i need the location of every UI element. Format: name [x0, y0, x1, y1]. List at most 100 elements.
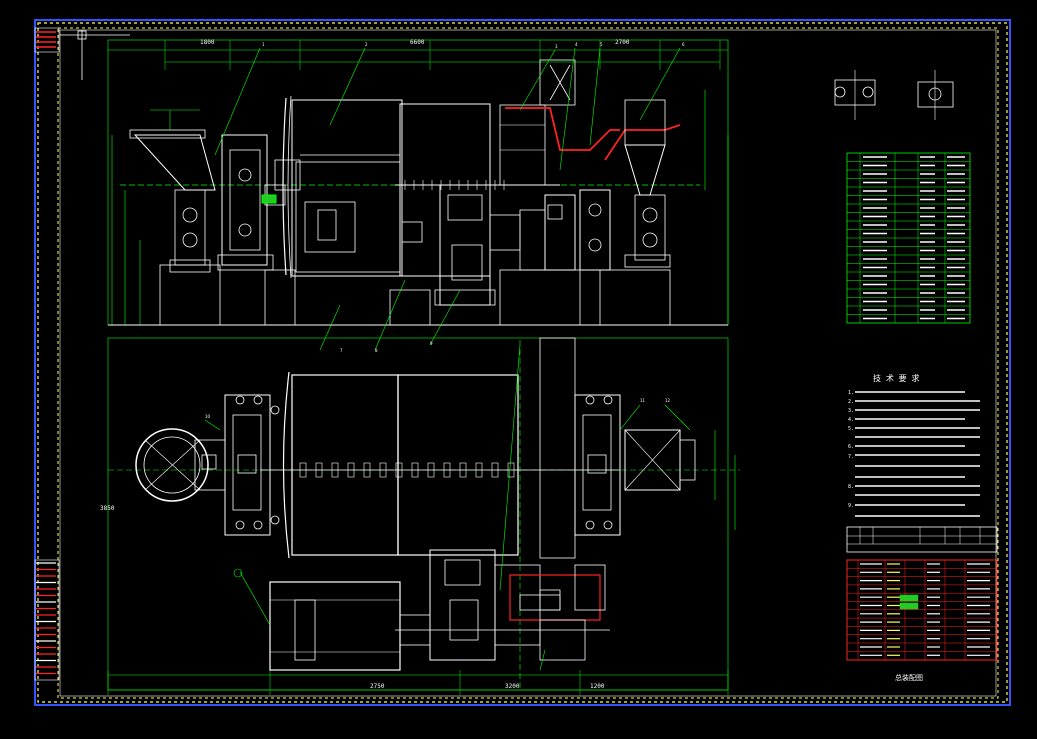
plan-drum-left — [291, 374, 399, 556]
gearbox-base — [434, 289, 496, 306]
ucs-axis-icon — [77, 30, 87, 40]
anchor-bolt — [585, 520, 595, 530]
balloon-number: 6 — [682, 42, 685, 47]
feed-neck — [194, 439, 226, 491]
right-bearing — [579, 189, 611, 271]
bolt-circle — [182, 232, 198, 248]
balloon-number: 4 — [575, 42, 578, 47]
plan-bearing-right-center — [587, 454, 607, 474]
dim-plan-height: 3850 — [100, 505, 115, 512]
drum-lower-shell — [295, 161, 401, 273]
foundation-1 — [159, 264, 221, 326]
left-bearing-base — [217, 254, 274, 271]
plan-bearing-left — [224, 394, 271, 536]
balloon-number: 2 — [365, 42, 368, 47]
foundation-2 — [264, 269, 296, 326]
right-support-base — [624, 254, 671, 268]
plan-drum-head — [282, 371, 290, 559]
foundation-3 — [389, 289, 431, 326]
leader-line — [664, 404, 691, 431]
balloon-number: 5 — [600, 42, 603, 47]
outer-frame-dash — [37, 22, 1008, 703]
detail-bolt — [862, 86, 874, 98]
dim-plan-bottom-left: 2750 — [370, 683, 385, 690]
balloon-number: 1 — [262, 42, 265, 47]
anchor-bolt — [235, 395, 245, 405]
detail-bolt — [834, 86, 846, 98]
anchor-bolt — [585, 395, 595, 405]
manhole-cover — [317, 209, 337, 241]
discharge-cross — [624, 429, 681, 491]
mill-drum-left — [291, 99, 403, 277]
leader-line — [639, 47, 681, 121]
dim-top-right: 2700 — [615, 39, 630, 46]
motor-coupling — [519, 209, 546, 271]
red-duct-path — [505, 107, 620, 151]
left-strip-block — [34, 559, 60, 681]
left-support-base — [169, 259, 211, 273]
leader-line — [329, 47, 366, 126]
feed-chute-round — [135, 428, 209, 502]
notes-header: 技 术 要 求 — [873, 374, 920, 383]
leader-line — [214, 47, 261, 156]
leader-line — [374, 279, 406, 351]
right-feeder — [624, 144, 666, 196]
note-number: 4. — [848, 417, 854, 423]
bolt — [270, 405, 280, 415]
left-bearing-inner — [229, 149, 261, 251]
bearing-bolt — [238, 223, 252, 237]
motor-housing — [544, 194, 576, 271]
detail-b — [917, 81, 954, 108]
elevation-view-frame — [107, 39, 729, 326]
note-number: 3. — [848, 408, 854, 414]
drum-head-left2 — [287, 95, 292, 279]
anchor-bolt — [603, 395, 613, 405]
leader-line — [499, 344, 521, 591]
balloon-number: 7 — [340, 348, 343, 353]
plan-bearing-right-inner — [582, 414, 612, 511]
note-number: 7. — [848, 454, 854, 460]
anchor-bolt — [253, 520, 263, 530]
balloon-number: 11 — [640, 398, 646, 403]
discharge-box — [499, 104, 546, 186]
bom-green-cell — [899, 594, 919, 602]
mill-drum-right — [399, 103, 491, 277]
dim-plan-bottom-right: 1200 — [590, 683, 605, 690]
bom-green-cell — [899, 602, 919, 610]
feed-hopper — [133, 134, 216, 191]
balloon-circle — [233, 568, 243, 578]
elevator-head — [539, 59, 576, 106]
plan-pinion — [494, 564, 541, 646]
anchor-bolt — [235, 520, 245, 530]
corner-block-top — [34, 27, 60, 53]
foundation-5 — [599, 269, 671, 326]
inner-frame-dash — [57, 27, 999, 699]
bearing-bolt — [238, 168, 252, 182]
dim-top-overall: 6600 — [410, 39, 425, 46]
outer-frame-blue — [34, 19, 1011, 706]
bearing-bolt — [588, 203, 602, 217]
drum-head-left — [282, 97, 287, 276]
plan-bearing-left-inner — [232, 414, 262, 511]
note-number: 5. — [848, 426, 854, 432]
bolt-circle — [642, 232, 658, 248]
leader-line — [559, 47, 576, 171]
red-pinion-guard — [509, 574, 601, 621]
plan-elevator — [539, 337, 576, 559]
note-number: 9. — [848, 503, 854, 509]
right-feeder-top — [624, 99, 666, 146]
leader-line — [429, 289, 461, 346]
right-support — [634, 194, 666, 261]
leader-line — [519, 49, 556, 111]
bolt — [270, 515, 280, 525]
gearbox-top — [447, 194, 483, 221]
note-number: 1. — [848, 390, 854, 396]
bearing-bolt — [588, 238, 602, 252]
bolt-circle — [182, 207, 198, 223]
leader-line — [239, 571, 271, 626]
reducer-mid — [449, 599, 479, 641]
chute-cross — [144, 439, 201, 491]
feed-pipe — [274, 159, 301, 191]
